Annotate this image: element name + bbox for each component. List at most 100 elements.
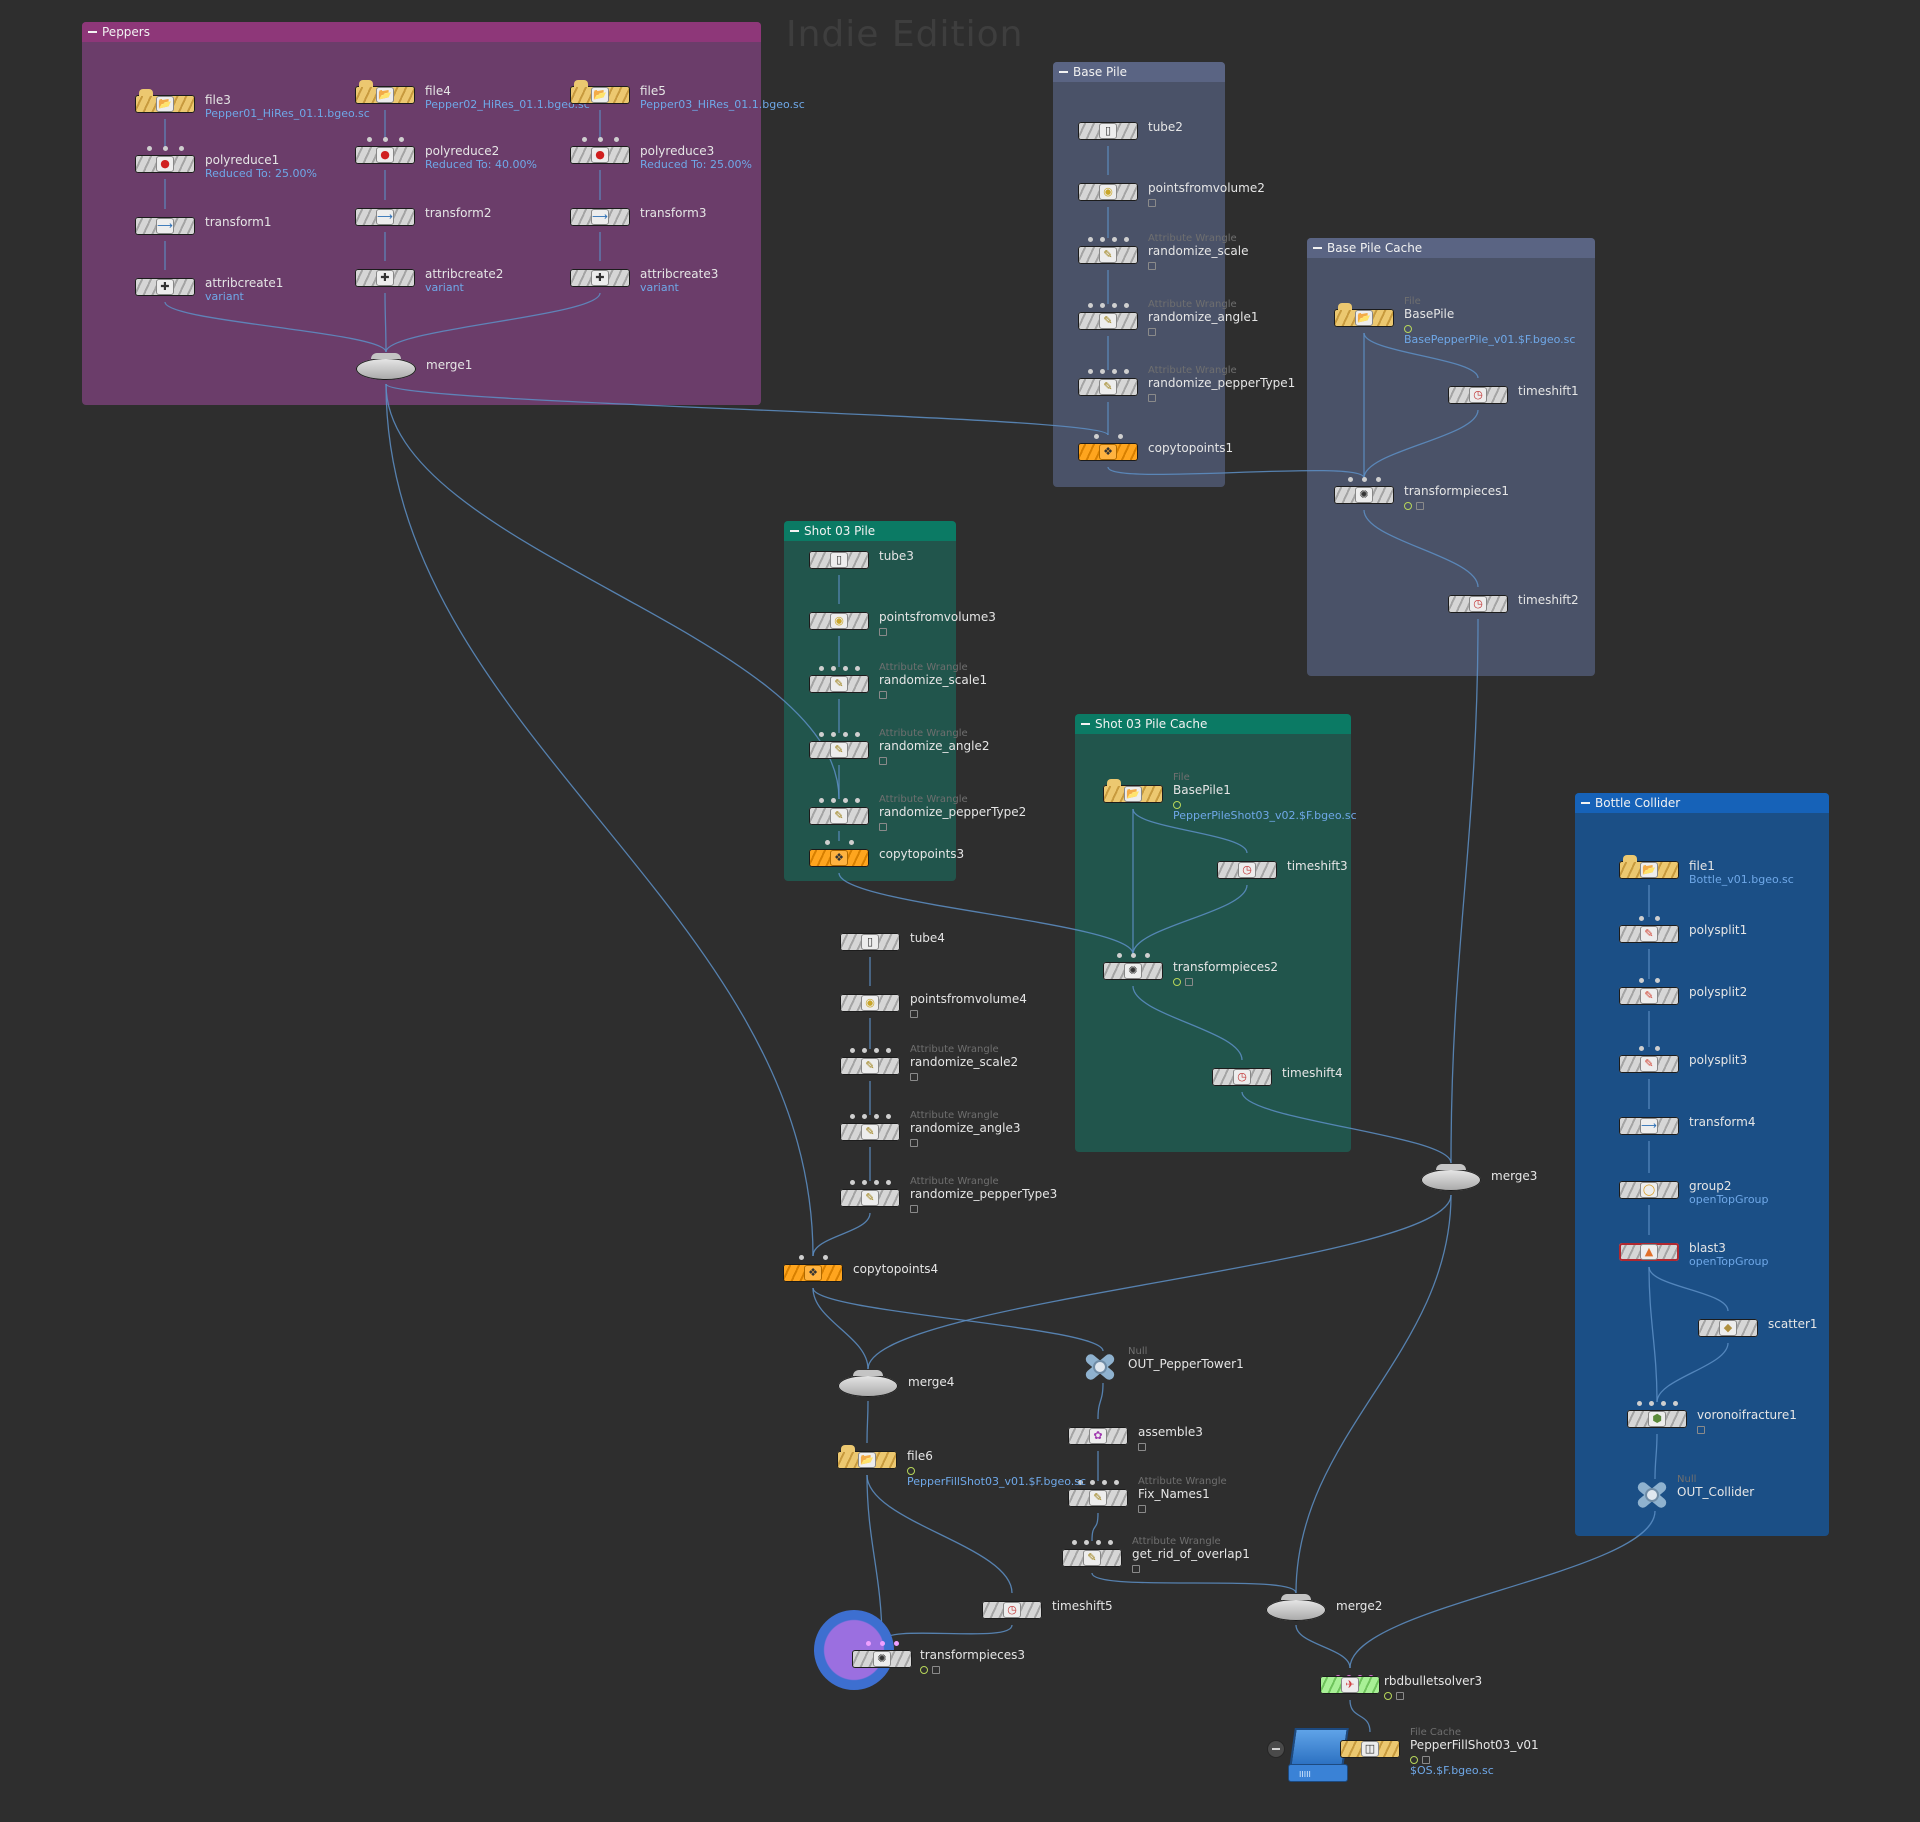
node-tile[interactable]: ✎	[1068, 1489, 1128, 1507]
node-tile[interactable]: ✎	[1619, 1055, 1679, 1073]
node-rbdbulletsolver3[interactable]: ✈ .rbdbulletsolver3	[1320, 1675, 1482, 1700]
node-merge1[interactable]: .merge1	[356, 353, 472, 380]
node-tile[interactable]: ✎	[809, 741, 869, 759]
node-pointsfromvolume4[interactable]: ◉ .pointsfromvolume4	[840, 993, 1027, 1018]
node-tile[interactable]: ⟶	[570, 208, 630, 226]
display-flag-icon[interactable]	[1410, 1755, 1418, 1764]
node-tile[interactable]: ✎	[840, 1057, 900, 1075]
node-tile[interactable]: ✎	[840, 1123, 900, 1141]
node-tile[interactable]: 📂	[135, 89, 195, 113]
wire-file6-to-timeshift5[interactable]	[866, 1474, 1013, 1594]
lock-icon[interactable]	[910, 1138, 918, 1147]
node-tile[interactable]: ✎	[809, 807, 869, 825]
node-scatter1[interactable]: ◆ .scatter1	[1698, 1318, 1818, 1337]
collapse-icon[interactable]	[1081, 723, 1090, 725]
node-transformpieces3[interactable]: ✺ .transformpieces3	[814, 1610, 1025, 1690]
node-tile[interactable]: ⬢	[1627, 1410, 1687, 1428]
wire-get_rid_of_overlap1-to-merge2[interactable]	[1091, 1572, 1297, 1594]
collapse-icon[interactable]	[88, 31, 97, 33]
lock-icon[interactable]	[1138, 1442, 1146, 1451]
node-tile[interactable]: ❖	[809, 849, 869, 867]
merge-icon[interactable]	[1266, 1594, 1326, 1621]
merge-icon[interactable]	[838, 1370, 898, 1397]
node-tile[interactable]: ✚	[135, 278, 195, 296]
merge-icon[interactable]	[356, 353, 416, 380]
lock-icon[interactable]	[1416, 501, 1424, 510]
node-copytopoints3[interactable]: ❖ .copytopoints3	[809, 840, 964, 867]
lock-icon[interactable]	[1148, 327, 1156, 336]
lock-icon[interactable]	[879, 690, 887, 699]
node-tube2[interactable]: ▯ .tube2	[1078, 121, 1183, 140]
node-pointsfromvolume2[interactable]: ◉ .pointsfromvolume2	[1078, 182, 1265, 207]
node-tube4[interactable]: ▯ .tube4	[840, 932, 945, 951]
wire-copytopoints4-to-merge4[interactable]	[812, 1287, 869, 1370]
wire-merge1-to-copytopoints4[interactable]	[385, 383, 814, 1257]
lock-icon[interactable]	[1396, 1691, 1404, 1700]
lock-icon[interactable]	[879, 627, 887, 636]
collapse-icon[interactable]	[1059, 71, 1068, 73]
node-tile[interactable]: ◷	[1448, 595, 1508, 613]
node-tile[interactable]: ◆	[1698, 1319, 1758, 1337]
node-tile[interactable]: ◉	[840, 994, 900, 1012]
node-tile[interactable]: ❖	[1078, 443, 1138, 461]
node-polysplit3[interactable]: ✎ .polysplit3	[1619, 1046, 1747, 1073]
display-flag-icon[interactable]	[1173, 977, 1181, 986]
node-copytopoints1[interactable]: ❖ .copytopoints1	[1078, 434, 1233, 461]
node-tile[interactable]: ✎	[1078, 312, 1138, 330]
node-voronoifracture1[interactable]: ⬢ .voronoifracture1	[1627, 1401, 1797, 1434]
node-tile[interactable]: ✎	[1619, 987, 1679, 1005]
node-timeshift2[interactable]: ◷ .timeshift2	[1448, 594, 1579, 613]
node-merge4[interactable]: .merge4	[838, 1370, 954, 1397]
null-icon[interactable]	[1077, 1349, 1121, 1383]
node-timeshift4[interactable]: ◷ .timeshift4	[1212, 1067, 1343, 1086]
node-tile[interactable]: ⟶	[1619, 1117, 1679, 1135]
node-tile[interactable]: ◯	[1619, 1181, 1679, 1199]
lock-icon[interactable]	[1132, 1564, 1140, 1573]
node-tube3[interactable]: ▯ .tube3	[809, 550, 914, 569]
node-tile[interactable]: ◷	[1212, 1068, 1272, 1086]
node-transformpieces1[interactable]: ✺ .transformpieces1	[1334, 477, 1509, 510]
netbox-header[interactable]: Peppers	[82, 22, 761, 42]
lock-icon[interactable]	[1148, 261, 1156, 270]
lock-icon[interactable]	[1138, 1504, 1146, 1513]
wire-timeshift2-to-merge3[interactable]	[1450, 618, 1479, 1164]
node-tile[interactable]: ◷	[1448, 386, 1508, 404]
node-copytopoints4[interactable]: ❖ .copytopoints4	[783, 1255, 938, 1282]
lock-icon[interactable]	[879, 822, 887, 831]
node-tile[interactable]: ◷	[1217, 861, 1277, 879]
node-tile[interactable]: ●	[135, 155, 195, 173]
wire-OUT_PepperTower1-to-assemble3[interactable]	[1097, 1382, 1104, 1420]
node-tile[interactable]: 📂	[1334, 303, 1394, 327]
display-flag-icon[interactable]	[1404, 501, 1412, 510]
lock-icon[interactable]	[910, 1204, 918, 1213]
node-timeshift3[interactable]: ◷ .timeshift3	[1217, 860, 1348, 879]
wire-rbdbulletsolver3-to-PepperFillShot03_v01[interactable]	[1349, 1699, 1371, 1733]
node-tile[interactable]: 📂	[1619, 855, 1679, 879]
node-merge3[interactable]: .merge3	[1421, 1164, 1537, 1191]
node-transform2[interactable]: ⟶ .transform2	[355, 207, 491, 226]
display-flag-icon[interactable]	[1384, 1691, 1392, 1700]
lock-icon[interactable]	[1422, 1755, 1430, 1764]
wire-merge3-to-merge4[interactable]	[867, 1194, 1452, 1370]
node-timeshift5[interactable]: ◷ .timeshift5	[982, 1600, 1113, 1619]
netbox-bottle-collider[interactable]: Bottle Collider	[1575, 793, 1829, 1536]
netbox-header[interactable]: Bottle Collider	[1575, 793, 1829, 813]
